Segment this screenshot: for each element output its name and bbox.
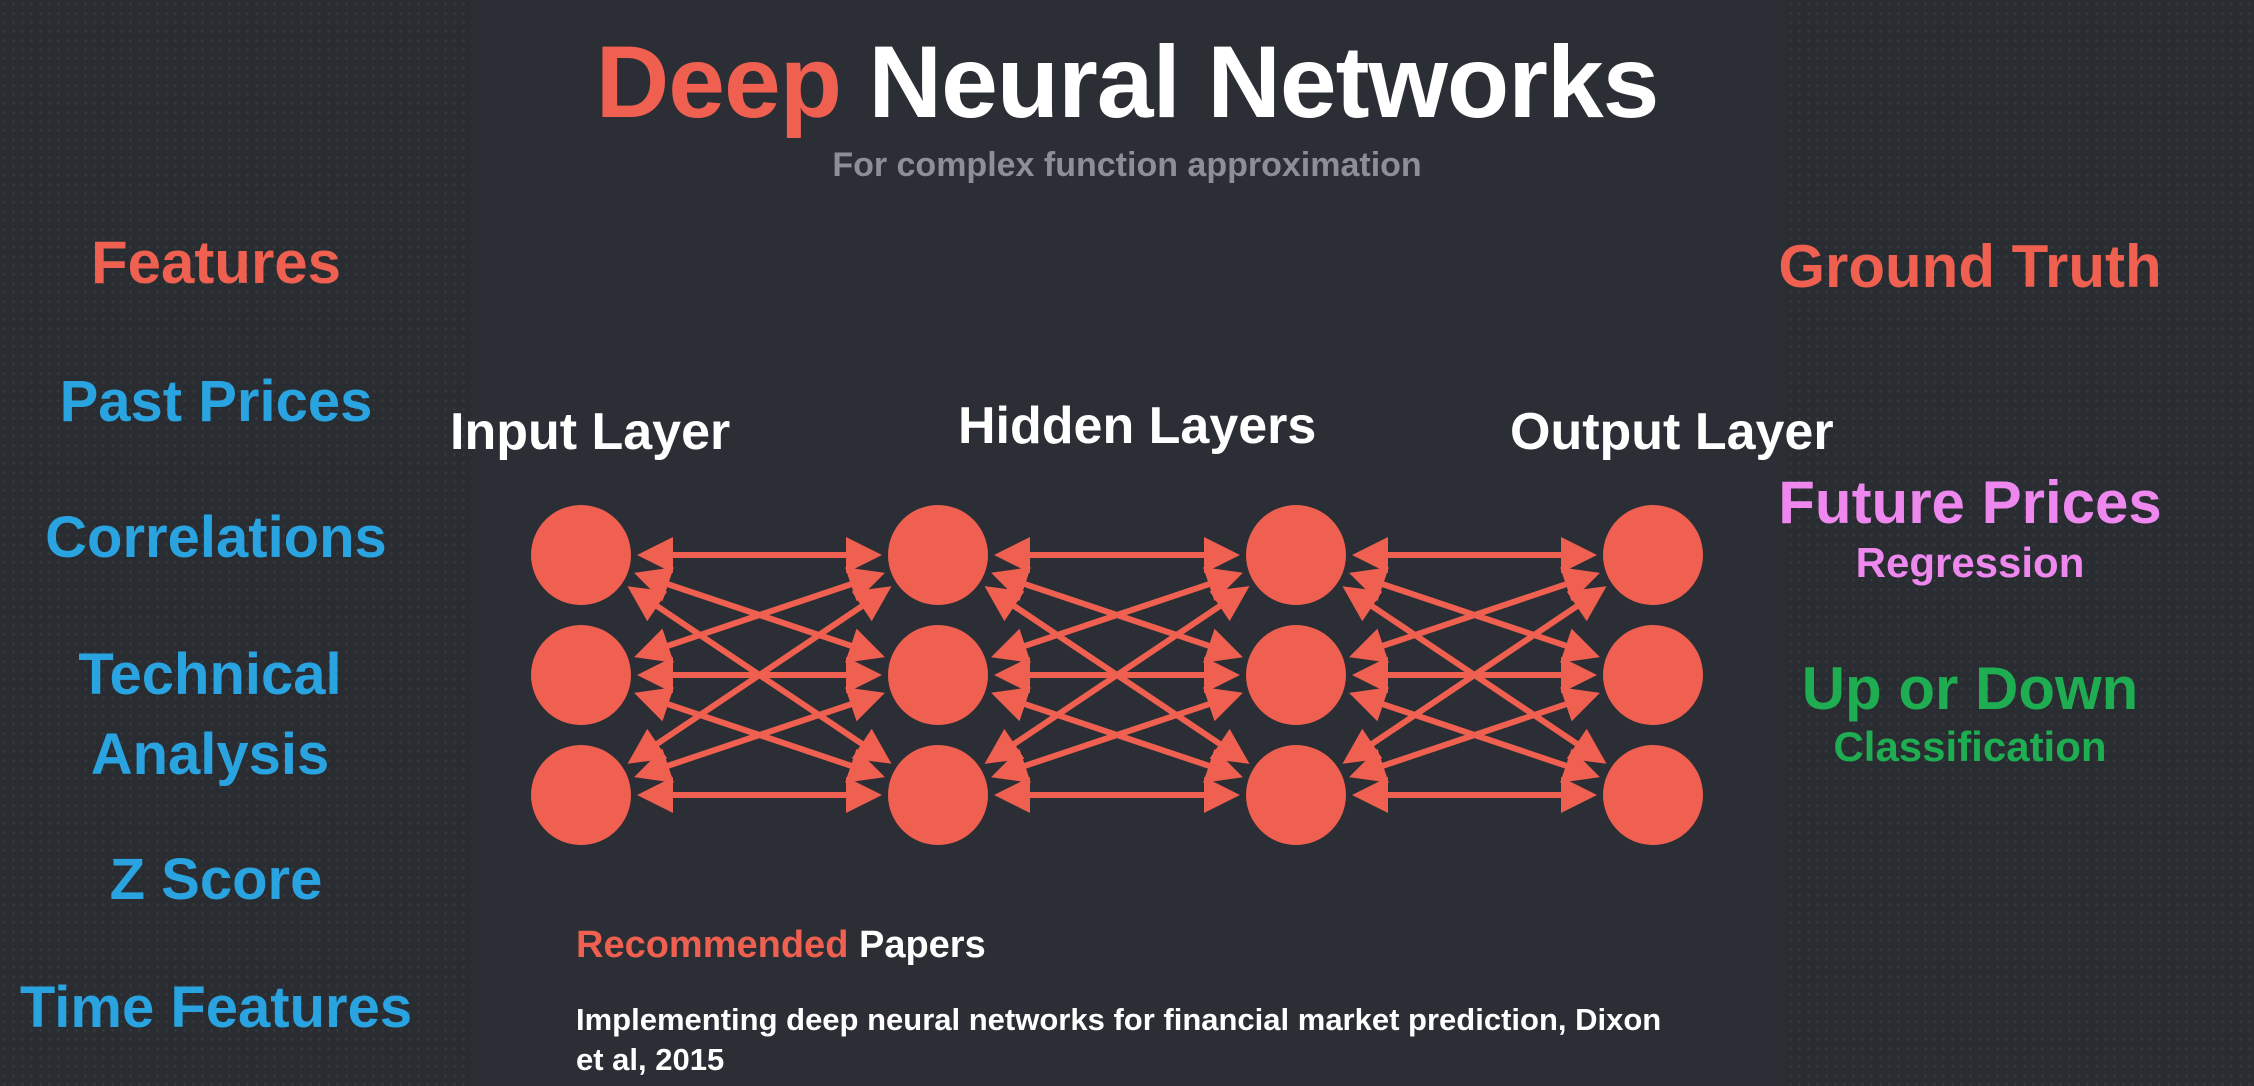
feature-item: Correlations bbox=[45, 505, 387, 570]
page-subtitle: For complex function approximation bbox=[832, 146, 1422, 184]
neuron-node bbox=[888, 505, 988, 605]
feature-item: Technical Analysis bbox=[0, 635, 420, 795]
ground-truth-panel bbox=[1786, 0, 2254, 1086]
target-label: Up or Down bbox=[1801, 655, 2139, 722]
target-label: Future Prices bbox=[1778, 469, 2162, 536]
page-title: Deep Neural Networks bbox=[0, 22, 2254, 142]
feature-item-text: Technical Analysis bbox=[78, 642, 342, 787]
neuron-node bbox=[888, 625, 988, 725]
neuron-node bbox=[531, 505, 631, 605]
network-nodes bbox=[531, 505, 1703, 845]
layer-label-input: Input Layer bbox=[450, 403, 731, 461]
title-accent: Deep bbox=[595, 25, 842, 139]
target-sublabel: Regression bbox=[1855, 539, 2085, 586]
feature-item: Z Score bbox=[109, 847, 323, 912]
neuron-node bbox=[531, 625, 631, 725]
papers-heading-rest: Papers bbox=[858, 924, 986, 966]
features-panel bbox=[0, 0, 472, 1086]
neuron-node bbox=[1246, 745, 1346, 845]
neuron-node bbox=[1246, 625, 1346, 725]
neuron-node bbox=[888, 745, 988, 845]
connection-arrow bbox=[634, 687, 885, 783]
feature-item: Time Features bbox=[19, 975, 413, 1040]
paper-citation: Implementing deep neural networks for fi… bbox=[576, 1002, 1662, 1077]
papers-heading: Recommended Papers bbox=[576, 924, 986, 967]
connection-arrow bbox=[991, 687, 1243, 783]
network-edges bbox=[627, 537, 1607, 813]
neuron-node bbox=[1603, 625, 1703, 725]
features-heading: Features bbox=[90, 229, 342, 296]
ground-truth-heading: Ground Truth bbox=[1778, 233, 2162, 300]
title-rest: Neural Networks bbox=[868, 25, 1659, 139]
papers-heading-accent: Recommended bbox=[576, 924, 849, 966]
target-sublabel: Classification bbox=[1833, 723, 2107, 770]
connection-arrow bbox=[1349, 687, 1600, 783]
layer-label-hidden: Hidden Layers bbox=[958, 397, 1317, 455]
layer-label-output: Output Layer bbox=[1510, 403, 1834, 461]
feature-item: Past Prices bbox=[59, 369, 373, 434]
neuron-node bbox=[1246, 505, 1346, 605]
neuron-node bbox=[1603, 505, 1703, 605]
neuron-node bbox=[1603, 745, 1703, 845]
neuron-node bbox=[531, 745, 631, 845]
